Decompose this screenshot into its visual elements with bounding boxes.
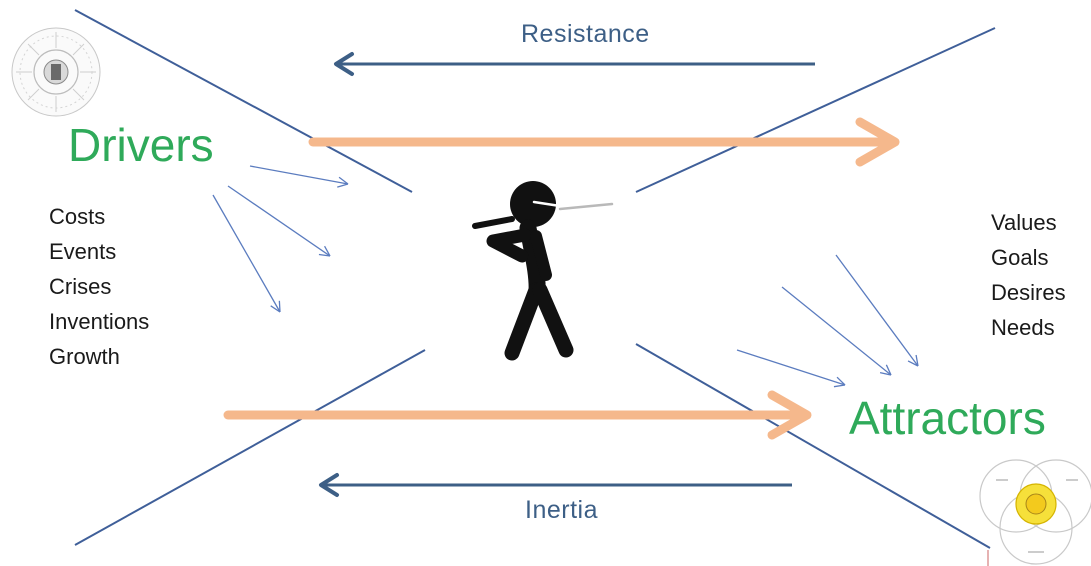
inertia-arrow	[319, 473, 792, 497]
attractors-list-item: Desires	[991, 280, 1066, 305]
attractors-list-item: Goals	[991, 245, 1049, 270]
attractors-heading: Attractors	[849, 392, 1046, 444]
venn-diagram-icon	[979, 459, 1091, 566]
drivers-list-item: Growth	[49, 344, 120, 369]
funnel-line-top-left	[74, 9, 413, 193]
attractors-list-item: Needs	[991, 315, 1055, 340]
drivers-list-item: Events	[49, 239, 117, 264]
top-orange-arrow	[308, 117, 900, 167]
inertia-label: Inertia	[525, 496, 598, 524]
drivers-list-item: Costs	[49, 204, 106, 229]
resistance-arrow	[334, 52, 815, 76]
drivers-list-item: Inventions	[49, 309, 150, 334]
bottom-orange-arrow	[223, 390, 812, 440]
attractor-arrow-1	[835, 254, 919, 367]
drivers-heading: Drivers	[68, 119, 214, 171]
funnel-line-bottom-left	[74, 349, 426, 546]
stick-figure-swordsman-icon	[472, 181, 614, 361]
funnel-line-bottom-right	[635, 343, 991, 549]
driver-arrow-3	[212, 194, 281, 313]
funnel-line-top-right	[635, 27, 996, 193]
attractor-arrow-3	[736, 349, 846, 388]
drivers-list: Costs Events Crises Inventions Growth	[49, 199, 149, 374]
resistance-label: Resistance	[521, 20, 650, 48]
sun-seal-icon	[11, 27, 101, 117]
attractors-list: Values Goals Desires Needs	[991, 205, 1066, 345]
drivers-list-item: Crises	[49, 274, 112, 299]
attractor-arrow-2	[781, 286, 892, 376]
driver-arrow-2	[227, 185, 331, 257]
attractors-list-item: Values	[991, 210, 1057, 235]
driver-arrow-1	[249, 165, 349, 188]
